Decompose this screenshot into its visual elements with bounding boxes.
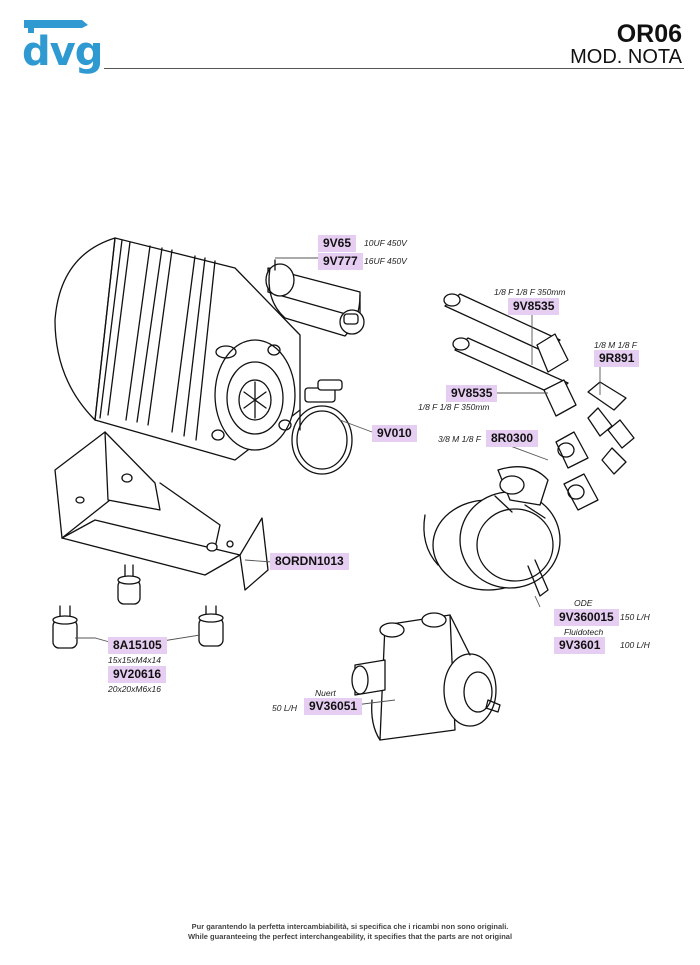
- tubes-drawing: [443, 293, 577, 417]
- nuert-pump-drawing: [351, 612, 501, 741]
- bracket-drawing: [54, 431, 269, 591]
- pump-brand-nuert: Nuert: [315, 688, 336, 698]
- part-code-9r891: 9R891: [594, 350, 640, 367]
- rotary-pump-drawing: [423, 466, 561, 597]
- pump-brand-ode: ODE: [574, 598, 593, 608]
- brand-wordmark: dvg: [22, 29, 103, 75]
- part-code-8a15105: 8A15105: [108, 637, 167, 654]
- capacitor-drawing: [265, 259, 365, 337]
- part-code-9v20616: 9V20616: [108, 666, 167, 683]
- part-spec-tube-bottom: 1/8 F 1/8 F 350mm: [418, 402, 490, 412]
- brand-logo: dvg: [22, 18, 103, 78]
- part-spec-tube-top: 1/8 F 1/8 F 350mm: [494, 287, 566, 297]
- document-model: MOD. NOTA: [570, 46, 682, 68]
- header-rule: [104, 68, 684, 69]
- part-spec-9v20616: 20x20xM6x16: [108, 684, 161, 694]
- rubber-feet-drawing: [52, 564, 224, 649]
- part-spec-9v36051: 50 L/H: [272, 703, 298, 713]
- part-spec-9v65: 10UF 450V: [364, 238, 407, 248]
- footer-note-it: Pur garantendo la perfetta intercambiabi…: [191, 922, 509, 931]
- footer-note-en: While guaranteeing the perfect interchan…: [187, 932, 513, 941]
- document-code: OR06: [616, 20, 682, 48]
- part-code-8r0300: 8R0300: [486, 430, 539, 447]
- part-code-9v36051: 9V36051: [304, 698, 363, 715]
- part-spec-9v360015: 150 L/H: [620, 612, 650, 622]
- pump-brand-fluidotech: Fluidotech: [564, 627, 604, 637]
- motor-drawing: [54, 237, 301, 461]
- tap-icon: [24, 20, 88, 33]
- part-spec-9v3601: 100 L/H: [620, 640, 650, 650]
- part-code-tube-bottom: 9V8535: [446, 385, 498, 402]
- part-code-9v010: 9V010: [372, 425, 417, 442]
- part-spec-8a15105: 15x15xM4x14: [108, 655, 161, 665]
- part-code-9v3601: 9V3601: [554, 637, 606, 654]
- part-spec-9v777: 16UF 450V: [364, 256, 407, 266]
- part-code-9v65: 9V65: [318, 235, 357, 252]
- part-code-8ordn1013: 8ORDN1013: [270, 553, 349, 570]
- part-code-9v777: 9V777: [318, 253, 363, 270]
- reducer-fittings-drawing: [555, 431, 599, 511]
- part-code-tube-top: 9V8535: [508, 298, 560, 315]
- part-spec-8r0300: 3/8 M 1/8 F: [438, 434, 481, 444]
- part-code-9v360015: 9V360015: [554, 609, 619, 626]
- elbow-fittings-drawing: [587, 381, 635, 475]
- clamp-drawing: [291, 379, 353, 475]
- part-spec-9r891: 1/8 M 1/8 F: [594, 340, 637, 350]
